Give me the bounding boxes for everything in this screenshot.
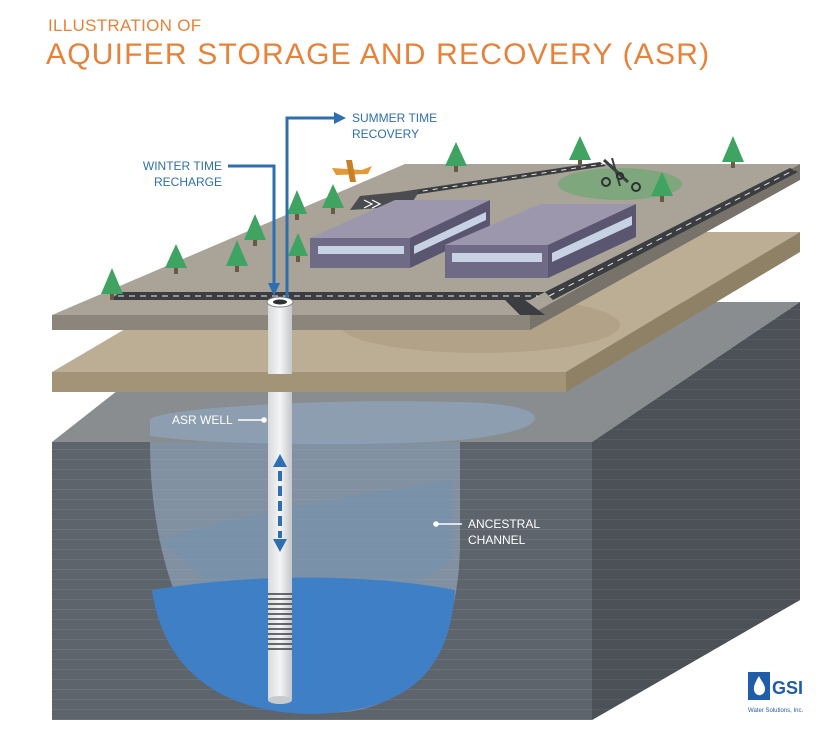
logo-subtitle: Water Solutions, Inc. [748, 708, 803, 714]
tree-icon [287, 190, 307, 220]
tree-icon [445, 142, 467, 172]
tree-icon [101, 268, 123, 300]
tree-icon [569, 136, 591, 166]
roads [110, 162, 798, 315]
tree-icon [722, 136, 744, 168]
aquifer [150, 401, 535, 714]
summer-recovery-callout: SUMMER TIME RECOVERY [285, 111, 437, 298]
tree-icon [165, 244, 187, 274]
asr-well-label: ASR WELL [172, 413, 233, 427]
logo-name: GSI [772, 678, 803, 698]
trees [101, 136, 744, 300]
tree-icon [226, 240, 248, 272]
summer-label-line2: RECOVERY [352, 127, 419, 141]
building-left [310, 200, 490, 268]
building-right [445, 204, 636, 278]
stored-water [152, 577, 455, 714]
gsi-logo: GSI Water Solutions, Inc. [748, 672, 803, 714]
bidirectional-flow-arrow [273, 454, 287, 552]
tree-icon [651, 172, 673, 202]
winter-recharge-callout: WINTER TIME RECHARGE [143, 159, 280, 296]
asr-well [266, 296, 294, 704]
title-line-1: ILLUSTRATION OF [48, 16, 202, 35]
well-screen [268, 593, 292, 650]
tree-icon [322, 184, 344, 214]
ancestral-label-line2: CHANNEL [468, 533, 526, 547]
winter-label-line2: RECHARGE [154, 175, 222, 189]
equipment-icon [601, 157, 641, 192]
ancestral-label-line1: ANCESTRAL [468, 517, 540, 531]
plane-icon [332, 160, 372, 182]
page-title: AQUIFER STORAGE AND RECOVERY (ASR) [46, 38, 711, 71]
ancestral-channel-callout: ANCESTRAL CHANNEL [433, 517, 540, 547]
asr-well-callout: ASR WELL [172, 413, 267, 427]
summer-label-line1: SUMMER TIME [352, 111, 437, 125]
tree-icon [244, 214, 266, 246]
winter-label-line1: WINTER TIME [143, 159, 222, 173]
tree-icon [288, 233, 308, 262]
